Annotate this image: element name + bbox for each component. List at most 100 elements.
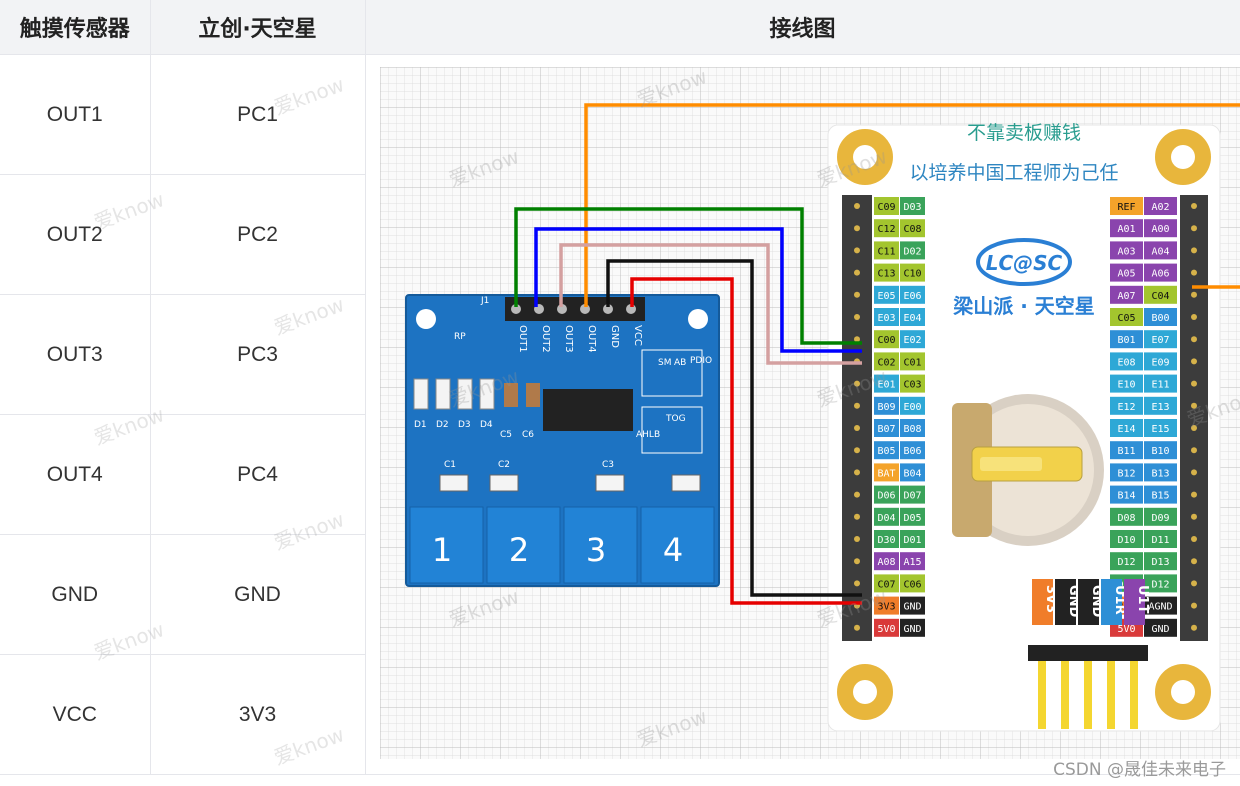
- header-pin: [1190, 203, 1197, 209]
- header-pin: [1190, 314, 1197, 320]
- sensor-pin-cell: OUT2: [0, 174, 151, 295]
- header-pin: [1190, 580, 1197, 587]
- header-diagram: 接线图: [365, 0, 1240, 55]
- silkscreen-label: AHLB: [636, 430, 660, 440]
- credit-text: CSDN @晟佳未来电子: [1053, 760, 1226, 780]
- header-pin: [1190, 225, 1197, 232]
- pin-label: E00: [903, 402, 921, 413]
- silkscreen-label: RP: [454, 332, 466, 342]
- pin-label: E06: [903, 291, 921, 302]
- header-pin: [853, 269, 860, 276]
- pin-label: D09: [1151, 513, 1169, 524]
- pin-label: A06: [1151, 269, 1169, 280]
- left-header-outer: [841, 195, 872, 641]
- pin-label: D02: [903, 246, 921, 257]
- pin-label: GND: [903, 624, 921, 635]
- touch-key-label: 3: [585, 531, 605, 569]
- pin-label: OUT4: [586, 325, 597, 353]
- mcu-pin-cell: PC3: [150, 294, 366, 415]
- table-header-row: 触摸传感器 立创·天空星 接线图: [0, 0, 1240, 55]
- sensor-pin-cell: VCC: [0, 654, 151, 775]
- pin-label: D13: [1151, 557, 1169, 568]
- touch-pad: [640, 506, 714, 584]
- mcu-pin-cell: GND: [150, 534, 366, 655]
- pin-label: B15: [1151, 491, 1169, 502]
- pin-label: GND: [1066, 585, 1081, 618]
- header-pin: [853, 380, 860, 387]
- header-pin: [602, 304, 613, 314]
- silkscreen-label: C2: [498, 460, 510, 470]
- sensor-pin-cell: OUT1: [0, 54, 151, 175]
- wire-out3: [533, 227, 862, 353]
- header-pin: [853, 536, 860, 542]
- pin-label: E07: [1151, 335, 1169, 346]
- mcu-pin-cell: PC2: [150, 174, 366, 295]
- capacitor: [525, 383, 540, 407]
- pin-label: E04: [903, 313, 921, 324]
- header-pin: [1190, 336, 1197, 343]
- pin-label: B11: [1117, 446, 1135, 457]
- header-pin: [853, 225, 860, 232]
- pin-label: D10: [1117, 535, 1135, 546]
- pin-label: C03: [903, 380, 921, 391]
- header-pin: [853, 425, 860, 431]
- header-pin: [853, 580, 860, 587]
- pin-label: B08: [903, 424, 921, 435]
- wire-vcc: [629, 277, 862, 605]
- led: [435, 378, 450, 410]
- touch-key-label: 4: [662, 531, 682, 569]
- silkscreen-label: C1: [444, 460, 456, 470]
- touch-pad: [486, 506, 560, 584]
- diagram-cell: 不靠卖板赚钱 以培养中国工程师为己任 LC@SC 梁山派 · 天空星: [365, 54, 1240, 775]
- capacitor: [489, 474, 518, 492]
- pin-label: OUT1: [517, 325, 528, 353]
- header-pin: [853, 469, 860, 476]
- pin-label: REF: [1117, 202, 1135, 213]
- pin-label: B01: [1117, 335, 1135, 346]
- pin-label: D12: [1151, 579, 1169, 590]
- capacitor: [439, 474, 468, 492]
- header-pin: [510, 304, 521, 314]
- pin-label: C04: [1151, 291, 1169, 302]
- pin-label: GND: [903, 602, 921, 613]
- header-pin: [1190, 536, 1197, 542]
- pin-label: B05: [877, 446, 895, 457]
- sensor-pin-cell: OUT3: [0, 294, 151, 415]
- silkscreen-label: TOG: [665, 414, 686, 424]
- pin-label: C01: [903, 357, 921, 368]
- header-pin: [853, 314, 860, 320]
- pin-label: E12: [1117, 402, 1135, 413]
- pin-label: A04: [1151, 246, 1169, 257]
- header-pin: [1190, 558, 1197, 565]
- pin-label: B09: [877, 402, 895, 413]
- touch-pad: [409, 506, 483, 584]
- header-pin: [853, 203, 860, 209]
- pin-label: C10: [903, 269, 921, 280]
- pin-label: U1T: [1135, 585, 1150, 614]
- silkscreen-label: PDIO: [690, 356, 712, 366]
- touch-key-label: 1: [431, 531, 451, 569]
- capacitor: [671, 474, 700, 492]
- header-pin: [1190, 402, 1197, 409]
- pin-label: 5V0: [1117, 624, 1135, 635]
- pin-label: D05: [903, 513, 921, 524]
- mounting-hole-bl: [836, 664, 893, 720]
- header-pin: [1190, 469, 1197, 476]
- pin-label: VCC: [632, 325, 643, 346]
- sensor-header: [504, 297, 645, 321]
- pin-label: E11: [1151, 380, 1169, 391]
- board-name: 梁山派 · 天空星: [952, 294, 1095, 318]
- pin-label: A01: [1117, 224, 1135, 235]
- touch-key-label: 2: [508, 531, 528, 569]
- silkscreen-label: D3: [458, 420, 471, 430]
- pin-label: GND: [609, 325, 620, 348]
- pin-label: D03: [903, 202, 921, 213]
- header-pin: [853, 247, 860, 254]
- pin-label: OUT3: [563, 325, 574, 353]
- sensor-mount-hole: [415, 309, 436, 329]
- pin-label: E10: [1117, 380, 1135, 391]
- led: [457, 378, 472, 410]
- header-pin: [853, 291, 860, 298]
